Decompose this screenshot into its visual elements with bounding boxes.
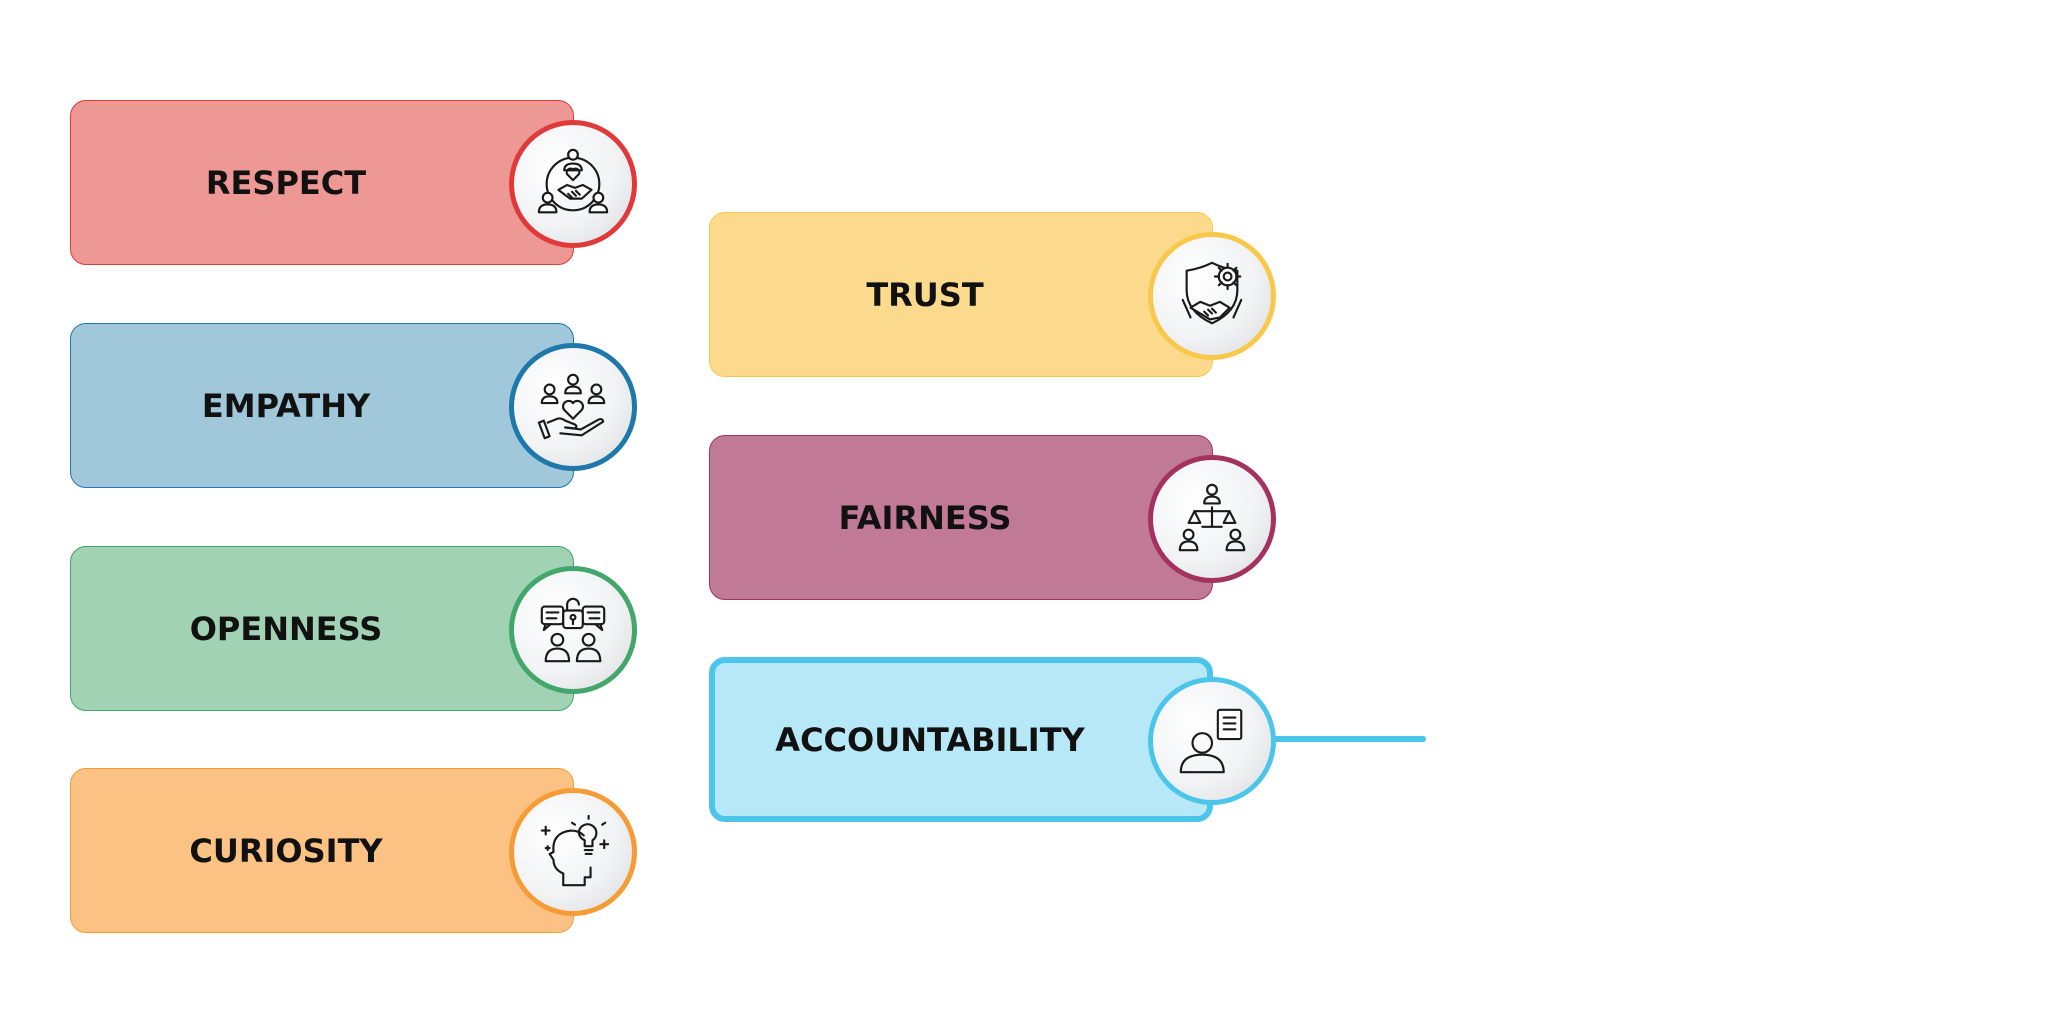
card-label-empathy: EMPATHY	[201, 386, 371, 425]
connector-line	[1270, 736, 1426, 742]
card-openness: OPENNESS	[70, 546, 574, 711]
card-label-fairness: FAIRNESS	[838, 498, 1012, 537]
card-label-respect: RESPECT	[205, 163, 367, 202]
heart-in-hand-people-icon	[509, 343, 637, 471]
handshake-community-icon	[509, 120, 637, 248]
card-label-trust: TRUST	[866, 275, 984, 314]
card-respect: RESPECT	[70, 100, 574, 265]
shield-gear-handshake-icon	[1148, 232, 1276, 360]
card-fairness: FAIRNESS	[709, 435, 1213, 600]
head-lightbulb-icon	[509, 788, 637, 916]
card-label-accountability: ACCOUNTABILITY	[775, 720, 1085, 759]
card-label-curiosity: CURIOSITY	[189, 831, 383, 870]
card-label-openness: OPENNESS	[189, 609, 383, 648]
card-empathy: EMPATHY	[70, 323, 574, 488]
scales-people-icon	[1148, 455, 1276, 583]
person-document-icon	[1148, 677, 1276, 805]
card-curiosity: CURIOSITY	[70, 768, 574, 933]
card-trust: TRUST	[709, 212, 1213, 377]
unlocked-conversation-icon	[509, 566, 637, 694]
card-accountability: ACCOUNTABILITY	[709, 657, 1213, 822]
